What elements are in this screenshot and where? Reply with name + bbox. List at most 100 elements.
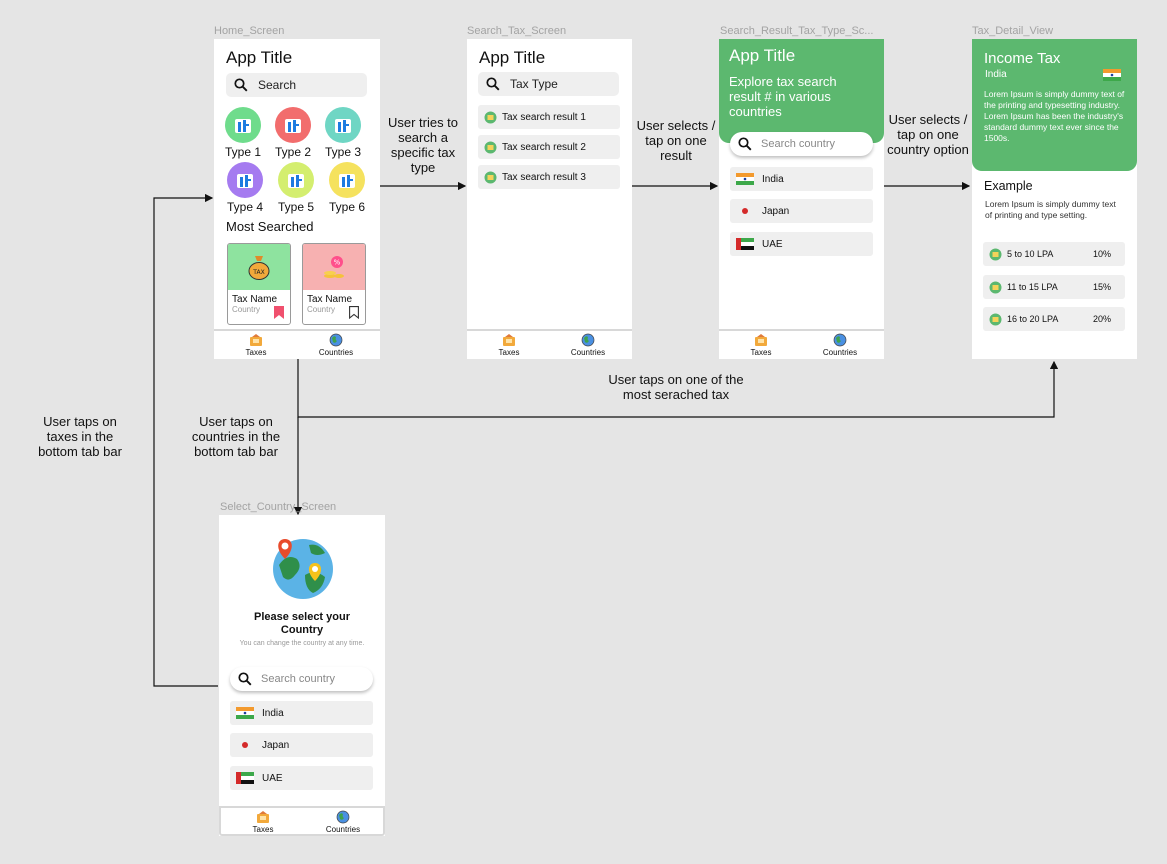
country-label: India (262, 707, 284, 719)
most-searched-card-1[interactable]: TAX Tax Name Country (227, 243, 291, 325)
tax-country: India (985, 69, 1007, 80)
note-select-country: User selects / tap on one country option (887, 112, 969, 157)
bottom-tab-bar: Taxes Countries (219, 806, 385, 836)
globe-icon (336, 810, 350, 824)
note-most-searched: User taps on one of the most serached ta… (608, 372, 744, 402)
type-2-button[interactable]: Type 2 (271, 107, 315, 159)
slab-range: 11 to 15 LPA (1007, 282, 1058, 292)
tab-taxes[interactable]: Taxes (234, 333, 278, 357)
search-result-item[interactable]: Tax search result 1 (478, 105, 620, 129)
frame-label-tax-detail: Tax_Detail_View (972, 25, 1054, 37)
country-option-japan[interactable]: Japan (730, 199, 873, 223)
type-6-button[interactable]: Type 6 (325, 162, 369, 214)
tab-taxes-label: Taxes (252, 825, 274, 834)
country-option-india[interactable]: India (730, 167, 873, 191)
tax-slab-icon (989, 281, 1002, 293)
india-flag-icon (1103, 69, 1121, 81)
tab-taxes-label: Taxes (498, 348, 520, 357)
tab-countries[interactable]: Countries (314, 333, 358, 357)
search-icon (486, 77, 500, 91)
globe-location-icon (273, 539, 333, 599)
bottom-tab-bar: Taxes Countries (467, 329, 632, 359)
most-searched-card-2[interactable]: % Tax Name Country (302, 243, 366, 325)
search-value: Tax Type (510, 77, 558, 91)
card-tax-name: Tax Name (307, 294, 353, 305)
svg-text:%: % (334, 259, 341, 267)
type-3-label: Type 3 (324, 145, 362, 159)
japan-flag-icon (736, 205, 754, 217)
tax-slab-row: 16 to 20 LPA 20% (983, 307, 1125, 331)
svg-text:TAX: TAX (252, 269, 264, 276)
detail-header: Income Tax India Lorem Ipsum is simply d… (972, 39, 1137, 171)
tax-type-icon (278, 162, 314, 198)
slab-range: 16 to 20 LPA (1007, 314, 1059, 324)
tab-countries[interactable]: Countries (321, 810, 365, 834)
tax-type-search-input[interactable]: Tax Type (478, 72, 619, 96)
note-search-type: User tries to search a specific tax type (387, 115, 459, 175)
arrow-home-to-detail (297, 359, 1059, 418)
globe-icon (581, 333, 595, 347)
coins-percent-icon: % (324, 256, 344, 278)
tab-countries-label: Countries (318, 348, 354, 357)
tax-type-icon (325, 107, 361, 143)
taxes-tab-icon (257, 811, 269, 823)
type-1-button[interactable]: Type 1 (221, 107, 265, 159)
type-4-label: Type 4 (226, 200, 264, 214)
card-country: Country (307, 305, 336, 314)
search-bar[interactable]: Search (226, 73, 367, 97)
search-result-screen: App Title Explore tax search result # in… (719, 39, 884, 359)
taxes-tab-icon (755, 334, 767, 346)
tab-taxes[interactable]: Taxes (241, 810, 285, 834)
tab-taxes[interactable]: Taxes (739, 333, 783, 357)
tab-countries[interactable]: Countries (818, 333, 862, 357)
type-3-button[interactable]: Type 3 (321, 107, 365, 159)
header-subtitle: Explore tax search result # in various c… (729, 74, 837, 119)
frame-label-search-result: Search_Result_Tax_Type_Sc... (720, 25, 874, 37)
tab-countries-label: Countries (822, 348, 858, 357)
result-label: Tax search result 1 (502, 111, 586, 123)
search-result-item[interactable]: Tax search result 3 (478, 165, 620, 189)
country-option-uae[interactable]: UAE (730, 232, 873, 256)
country-search-input[interactable]: Search country (230, 667, 373, 691)
most-searched-title: Most Searched (226, 219, 314, 234)
tab-taxes-label: Taxes (750, 348, 772, 357)
country-option-uae[interactable]: UAE (230, 766, 373, 790)
search-result-item[interactable]: Tax search result 2 (478, 135, 620, 159)
type-1-label: Type 1 (224, 145, 262, 159)
tax-result-icon (484, 141, 497, 153)
bookmark-filled-icon[interactable] (274, 306, 284, 319)
frame-label-select-country: Select_Country_Screen (220, 501, 337, 513)
tab-countries[interactable]: Countries (566, 333, 610, 357)
note-select-result: User selects / tap on one result (636, 118, 716, 163)
frame-label-home: Home_Screen (214, 25, 285, 37)
tab-countries-label: Countries (570, 348, 606, 357)
country-option-india[interactable]: India (230, 701, 373, 725)
bottom-tab-bar: Taxes Countries (214, 329, 380, 359)
india-flag-icon (736, 173, 754, 185)
type-4-button[interactable]: Type 4 (223, 162, 267, 214)
japan-flag-icon (236, 739, 254, 751)
taxes-tab-icon (250, 334, 262, 346)
search-placeholder: Search country (761, 138, 835, 150)
select-country-heading: Please select your Country (253, 611, 350, 636)
tax-slab-icon (989, 248, 1002, 260)
bookmark-outline-icon[interactable] (349, 306, 359, 319)
header-banner: App Title Explore tax search result # in… (719, 39, 884, 143)
tab-taxes[interactable]: Taxes (487, 333, 531, 357)
country-label: UAE (262, 772, 283, 784)
type-5-button[interactable]: Type 5 (274, 162, 318, 214)
country-label: Japan (762, 205, 790, 217)
slab-rate: 10% (1092, 249, 1111, 259)
tax-result-icon (484, 171, 497, 183)
country-label: India (762, 173, 784, 185)
country-option-japan[interactable]: Japan (230, 733, 373, 757)
uae-flag-icon (736, 238, 754, 250)
country-search-input[interactable]: Search country (730, 132, 873, 156)
tax-detail-screen: Income Tax India Lorem Ipsum is simply d… (972, 39, 1137, 359)
tax-bag-icon: TAX (248, 256, 270, 280)
note-countries-tab: User taps on countries in the bottom tab… (191, 414, 281, 459)
result-label: Tax search result 3 (502, 171, 586, 183)
type-2-label: Type 2 (274, 145, 312, 159)
tax-type-icon (225, 107, 261, 143)
type-5-label: Type 5 (277, 200, 315, 214)
